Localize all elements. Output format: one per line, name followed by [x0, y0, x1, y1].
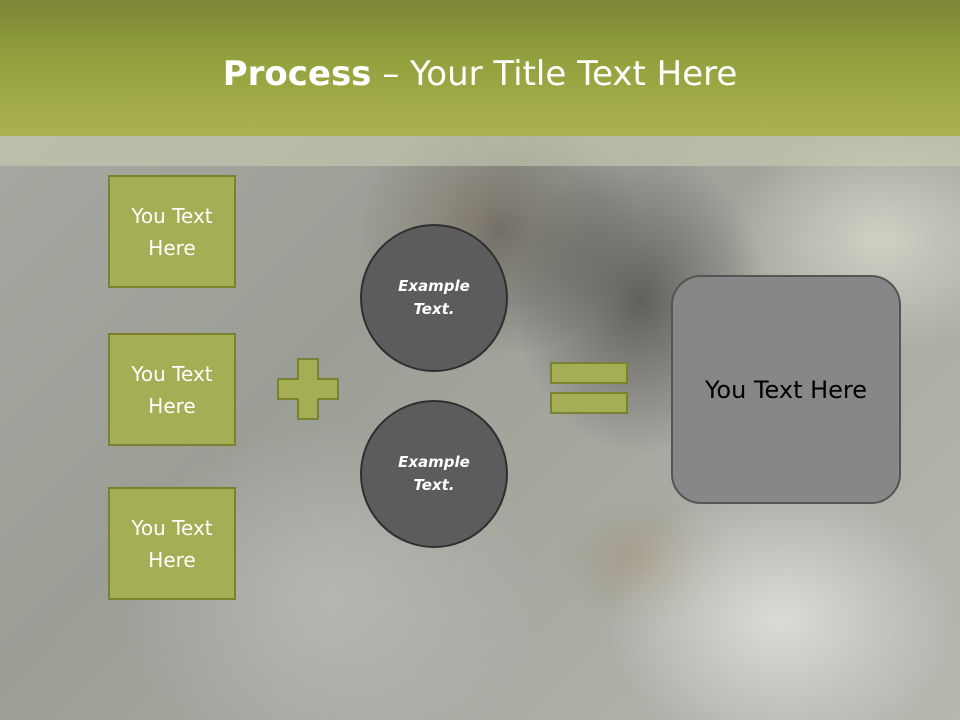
input-box-2[interactable]: You Text Here	[108, 333, 236, 446]
input-box-3[interactable]: You Text Here	[108, 487, 236, 600]
equals-icon	[550, 362, 628, 414]
circle-label: Example Text.	[398, 277, 470, 318]
header-band	[0, 0, 960, 136]
result-label: You Text Here	[704, 375, 868, 404]
input-box-label: You Text Here	[131, 203, 213, 260]
input-box-label: You Text Here	[131, 515, 213, 572]
slide-title[interactable]: Process – Your Title Text Here	[0, 52, 960, 96]
title-bold: Process	[222, 54, 372, 94]
input-box-1[interactable]: You Text Here	[108, 175, 236, 288]
plus-icon	[277, 358, 339, 420]
example-circle-2[interactable]: Example Text.	[360, 400, 508, 548]
circle-label: Example Text.	[398, 453, 470, 494]
input-box-label: You Text Here	[131, 361, 213, 418]
result-box[interactable]: You Text Here	[671, 275, 901, 504]
example-circle-1[interactable]: Example Text.	[360, 224, 508, 372]
header-sub-band	[0, 136, 960, 166]
title-rest: – Your Title Text Here	[371, 54, 738, 94]
